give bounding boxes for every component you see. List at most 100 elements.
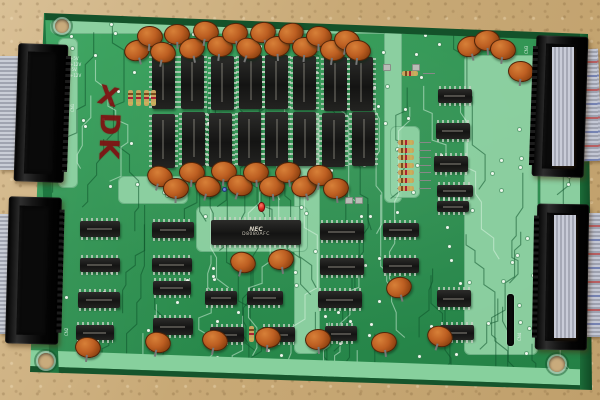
via-pad [486,321,490,325]
chip-marking [216,333,238,336]
logic-ic [80,255,120,275]
resistor [398,162,414,168]
via-pad [109,185,113,188]
via-pad [383,121,387,125]
via-pad [130,141,134,145]
via-pad [304,211,308,215]
via-pad [314,250,317,254]
via-pad [566,183,570,187]
chip-marking [440,163,462,165]
power-silkscreen: +5V +12V -5V +12V [70,56,81,78]
via-pad [518,166,522,170]
connector-left-top [13,43,69,183]
chip-marking [327,230,356,233]
via-pad [526,236,530,240]
via-pad [516,254,520,258]
via-pad [528,327,532,331]
dram-chip [346,56,376,111]
via-pad [377,256,381,260]
chip-marking [442,205,463,208]
via-pad [386,85,390,89]
via-pad [81,118,85,122]
chip-marking [159,229,186,231]
logic-ic [437,287,471,310]
chip-marking [443,190,466,192]
via-pad [300,206,304,210]
chip-marking [442,130,464,132]
via-pad [369,214,373,218]
chip-marking [253,297,276,299]
dram-chip [319,113,349,168]
via-pad [101,117,105,121]
via-pad [84,125,88,129]
resistor [398,155,414,161]
logic-ic [80,218,120,240]
dram-chip [236,54,266,109]
chip-marking [275,61,278,101]
logic-ic [383,255,419,276]
chip-marking [359,63,362,103]
chip-marking [159,264,184,266]
logic-ic [436,120,470,142]
chip-marking [444,95,466,97]
chip-marking [219,119,222,159]
resistor [402,71,418,76]
chip-marking [443,297,465,300]
chip-marking [330,332,351,335]
via-pad [454,353,458,357]
via-pad [370,323,374,327]
via-pad [438,42,442,46]
dram-chip [262,112,292,167]
silk-line: +12V [70,72,82,78]
chip-marking [162,120,165,160]
ribbon-inside-right-top [552,47,574,166]
logic-ic [152,255,192,275]
chip-marking [303,118,306,158]
logic-ic [438,86,472,106]
via-pad [71,46,75,50]
via-pad [212,266,215,270]
logic-ic [153,315,193,338]
chip-marking [303,62,306,102]
cpu-part-number: D8080AFC [242,232,270,238]
solder-pad [355,197,363,204]
logic-ic [434,153,468,175]
via-pad [396,211,400,215]
via-pad [367,333,371,337]
connector-left-bottom [5,196,62,345]
resistor [398,178,414,183]
via-pad [510,261,514,265]
chip-marking [275,118,278,158]
resistor [128,90,133,106]
via-pad [236,311,240,315]
logic-ic [152,219,194,241]
via-pad [500,189,504,193]
chip-marking [210,297,231,299]
via-pad [94,54,98,58]
dram-chip [235,112,265,167]
chip-marking [220,62,223,102]
chip-marking [248,118,251,158]
dk-mark: DK [92,112,126,163]
via-pad [116,89,120,93]
chip-marking [87,264,112,266]
via-pad [518,128,522,132]
chip-marking [325,298,354,301]
via-pad [376,105,380,109]
logic-ic [437,198,469,215]
via-pad [364,264,368,268]
via-pad [468,281,472,285]
chip-marking [85,299,112,301]
mounting-hole [55,19,69,33]
chip-marking [159,287,184,289]
via-pad [136,182,140,186]
via-pad [147,328,151,332]
via-pad [133,70,137,74]
dram-chip [179,112,209,167]
dram-chip [349,112,379,167]
via-pad [423,34,427,38]
chip-marking [389,229,412,231]
via-pad [279,354,283,358]
via-pad [420,75,424,79]
